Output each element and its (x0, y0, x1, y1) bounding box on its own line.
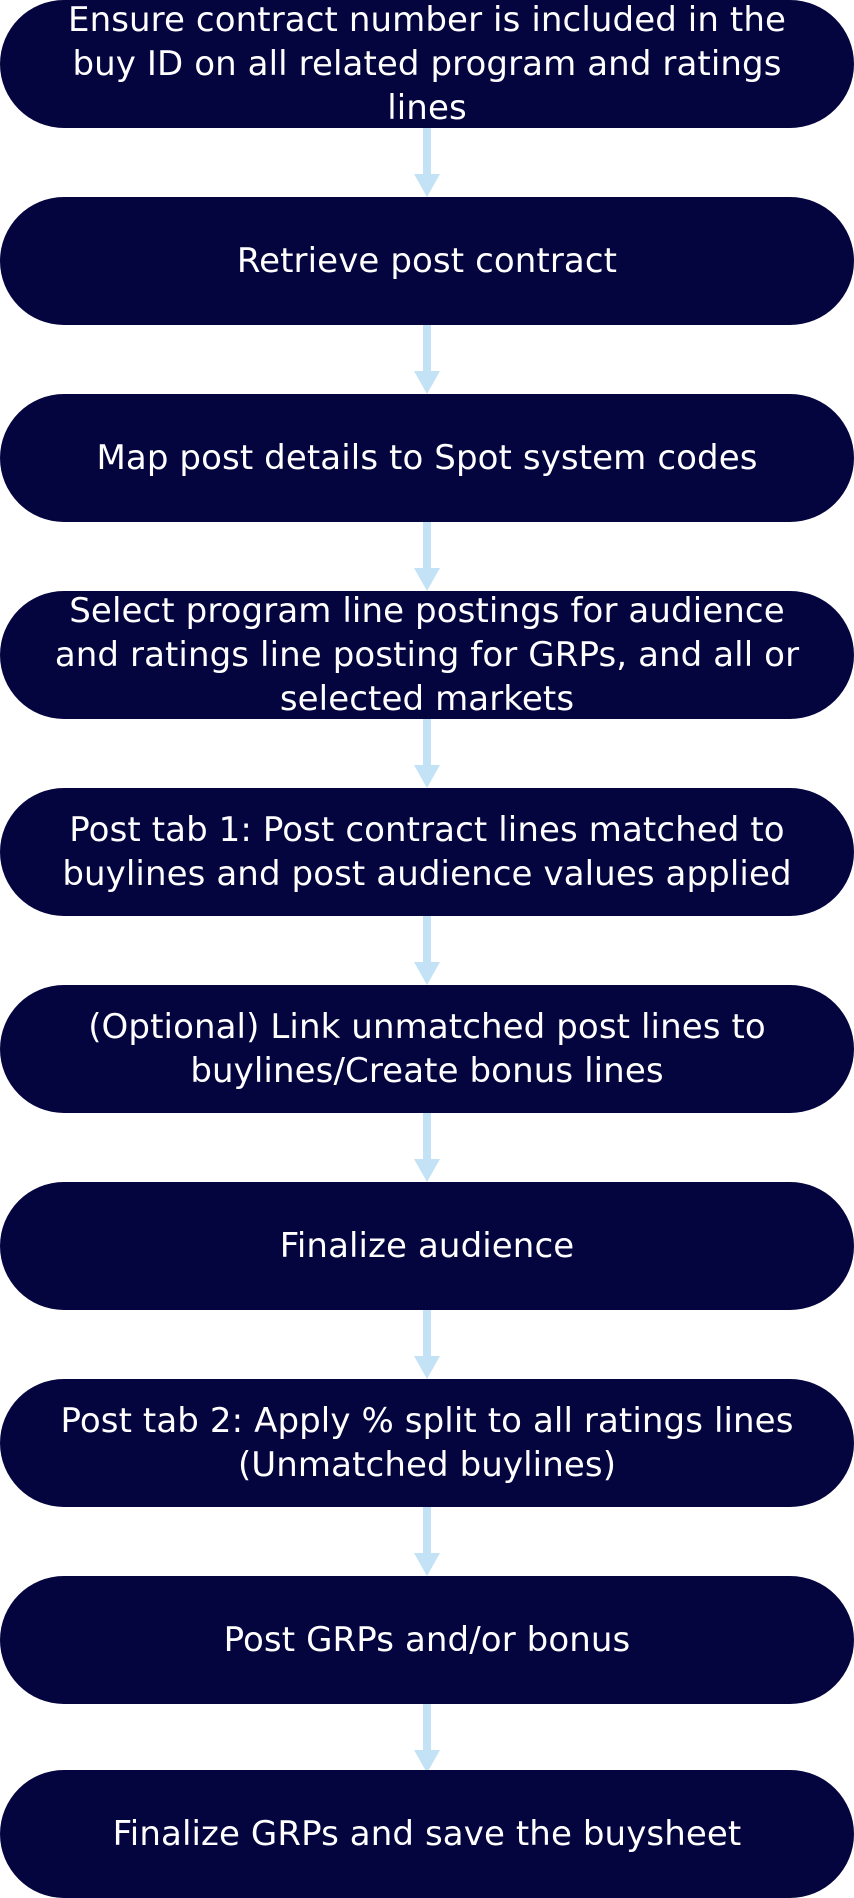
step-ensure-contract-number: Ensure contract number is included in th… (0, 0, 854, 128)
step-label: Post tab 2: Apply % split to all ratings… (60, 1401, 794, 1485)
step-map-post-details: Map post details to Spot system codes (0, 394, 854, 522)
down-arrow-icon (412, 1310, 442, 1379)
step-label: Finalize GRPs and save the buysheet (112, 1814, 742, 1854)
down-arrow-icon (412, 916, 442, 985)
down-arrow-icon (412, 128, 442, 197)
down-arrow-icon (412, 1704, 442, 1773)
step-finalize-grps: Finalize GRPs and save the buysheet (0, 1770, 854, 1898)
step-select-line-postings: Select program line postings for audienc… (0, 591, 854, 719)
down-arrow-icon (412, 522, 442, 591)
step-label: Select program line postings for audienc… (54, 591, 800, 719)
step-label: Retrieve post contract (236, 241, 618, 281)
step-post-tab-1: Post tab 1: Post contract lines matched … (0, 788, 854, 916)
step-label: (Optional) Link unmatched post lines to … (88, 1007, 766, 1091)
down-arrow-icon (412, 325, 442, 394)
down-arrow-icon (412, 1507, 442, 1576)
step-post-tab-2: Post tab 2: Apply % split to all ratings… (0, 1379, 854, 1507)
step-label: Ensure contract number is included in th… (67, 0, 787, 128)
step-label: Post GRPs and/or bonus (223, 1620, 631, 1660)
step-label: Post tab 1: Post contract lines matched … (62, 810, 792, 894)
down-arrow-icon (412, 719, 442, 788)
step-post-grps-bonus: Post GRPs and/or bonus (0, 1576, 854, 1704)
down-arrow-icon (412, 1113, 442, 1182)
step-label: Finalize audience (279, 1226, 575, 1266)
step-finalize-audience: Finalize audience (0, 1182, 854, 1310)
step-retrieve-post-contract: Retrieve post contract (0, 197, 854, 325)
step-label: Map post details to Spot system codes (96, 438, 758, 478)
step-link-unmatched-lines: (Optional) Link unmatched post lines to … (0, 985, 854, 1113)
